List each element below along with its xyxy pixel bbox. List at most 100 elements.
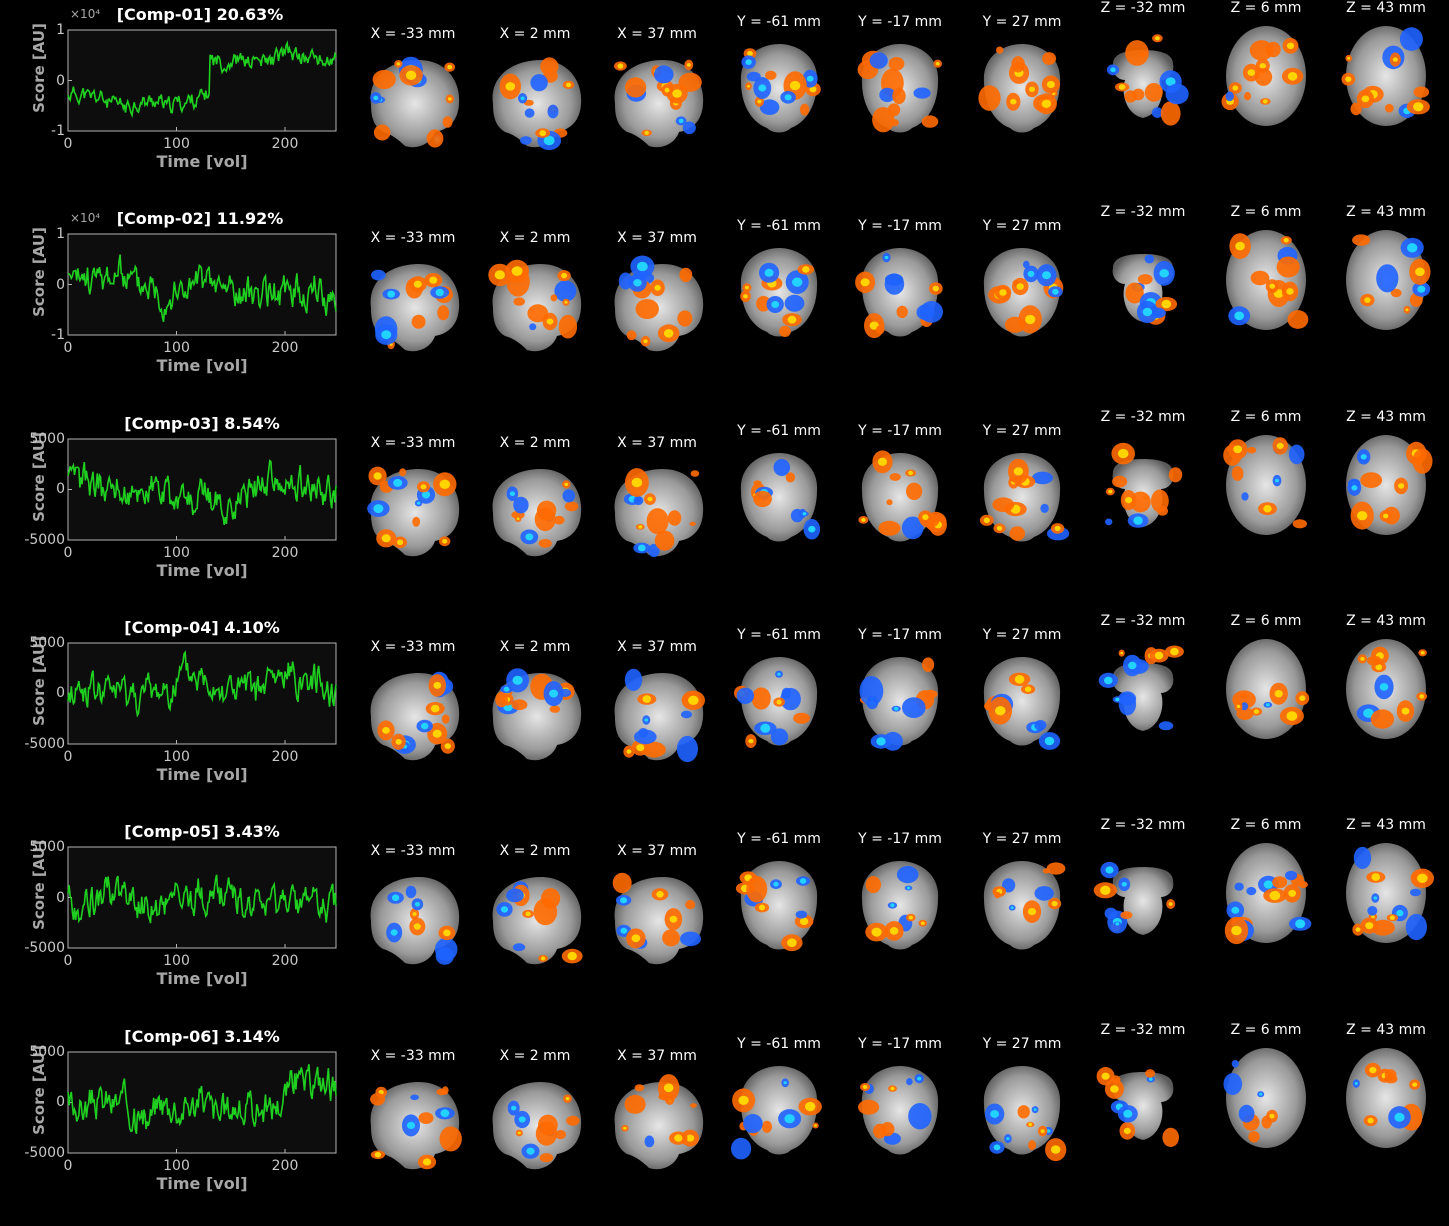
brain-slice-panel: Z = 6 mm	[1210, 204, 1322, 354]
brain-slice-panel: Z = 6 mm	[1210, 1022, 1322, 1172]
negative-peak	[1128, 661, 1137, 670]
brain-slice-panel: Y = 27 mm	[966, 1036, 1078, 1186]
slice-label: X = 37 mm	[617, 230, 697, 247]
slice-label: Z = -32 mm	[1100, 0, 1186, 16]
positive-peak	[999, 289, 1007, 297]
plot-area	[67, 642, 337, 745]
positive-activation	[1112, 475, 1128, 488]
positive-peak	[631, 477, 643, 487]
positive-activation	[923, 689, 938, 699]
positive-peak	[1051, 901, 1058, 907]
positive-peak	[1233, 444, 1243, 453]
slice-label: Z = 43 mm	[1346, 0, 1426, 16]
x-tick-label: 0	[63, 1157, 73, 1174]
negative-peak	[1417, 285, 1426, 294]
positive-peak	[1054, 525, 1061, 531]
x-tick-label: 200	[271, 748, 299, 765]
positive-activation	[1272, 876, 1288, 889]
brain-slice-image	[858, 449, 947, 542]
positive-activation	[888, 57, 905, 71]
y-tick-label: 0	[56, 685, 65, 702]
negative-activation	[879, 87, 896, 103]
negative-activation	[1234, 882, 1244, 891]
positive-activation	[634, 1083, 645, 1091]
positive-peak	[1405, 308, 1409, 312]
negative-peak	[1115, 922, 1120, 926]
brain-slice-image	[1096, 1066, 1179, 1147]
timecourse-line	[67, 40, 337, 119]
positive-activation	[539, 1152, 554, 1162]
positive-peak	[517, 1131, 521, 1134]
negative-activation	[743, 1113, 763, 1133]
x-tick-label: 0	[63, 136, 73, 152]
negative-peak	[525, 532, 534, 540]
positive-activation	[1370, 709, 1395, 729]
slice-label: Y = -61 mm	[737, 831, 821, 848]
negative-peak	[637, 261, 648, 272]
brain-slice-panel: Z = 43 mm	[1330, 204, 1442, 354]
positive-activation	[1360, 471, 1383, 488]
positive-peak	[663, 1083, 674, 1092]
x-tick-label: 0	[63, 748, 73, 765]
positive-activation	[437, 305, 450, 321]
brain-slice-image	[1221, 26, 1306, 126]
y-tick-label: -5000	[24, 735, 65, 752]
negative-peak	[1027, 271, 1035, 278]
x-axis-label: Time [vol]	[156, 560, 248, 580]
positive-activation	[753, 479, 762, 485]
brain-slice-image	[1093, 862, 1176, 936]
positive-activation	[785, 471, 796, 483]
brain-slice-image	[1112, 254, 1178, 326]
positive-peak	[626, 749, 632, 754]
y-tick-label: 0	[56, 481, 65, 498]
x-tick-label: 100	[163, 1157, 190, 1174]
brain-slice-panel: X = -33 mm	[357, 435, 469, 585]
positive-peak	[1108, 489, 1113, 493]
brain-slice-image	[492, 57, 582, 151]
positive-activation	[533, 898, 558, 926]
negative-peak	[500, 906, 509, 913]
positive-peak	[1016, 283, 1024, 291]
negative-activation	[773, 458, 791, 476]
positive-peak	[561, 273, 568, 279]
negative-activation	[506, 888, 524, 903]
axis-exponent: ×10⁴	[70, 211, 101, 226]
timecourse-chart	[67, 438, 337, 541]
slice-label: X = -33 mm	[370, 843, 456, 860]
negative-peak	[1121, 882, 1127, 887]
negative-peak	[1044, 736, 1055, 746]
negative-activation	[434, 937, 458, 962]
brain-slice-image	[1223, 434, 1307, 535]
slice-label: Y = 27 mm	[982, 218, 1062, 235]
timecourse-chart	[67, 846, 337, 949]
positive-peak	[1345, 76, 1352, 82]
brain-slice-panel: Z = 6 mm	[1210, 613, 1322, 763]
x-axis-label: Time [vol]	[156, 356, 248, 376]
negative-peak	[799, 878, 807, 885]
positive-activation	[1162, 1127, 1179, 1147]
positive-peak	[420, 483, 427, 489]
negative-peak	[1394, 1112, 1405, 1122]
positive-peak	[1347, 57, 1351, 60]
positive-activation	[1137, 274, 1153, 285]
negative-peak	[518, 1115, 526, 1123]
positive-activation	[555, 1129, 566, 1139]
brain-slice-panel: Y = -17 mm	[844, 831, 956, 981]
negative-peak	[1110, 67, 1116, 73]
positive-peak	[748, 738, 754, 744]
negative-peak	[1115, 697, 1120, 702]
brain-slice-image	[857, 44, 942, 133]
slice-label: Z = 6 mm	[1230, 0, 1302, 16]
slice-label: Z = -32 mm	[1100, 612, 1186, 629]
brain-slice-image	[735, 861, 818, 952]
slice-label: Z = 43 mm	[1346, 204, 1426, 221]
brain-slice-image	[1098, 645, 1184, 731]
positive-peak	[1232, 85, 1239, 91]
positive-peak	[932, 285, 939, 292]
slice-label: Z = 43 mm	[1346, 817, 1426, 834]
negative-activation	[1144, 254, 1155, 264]
slice-label: Y = -17 mm	[858, 14, 942, 30]
